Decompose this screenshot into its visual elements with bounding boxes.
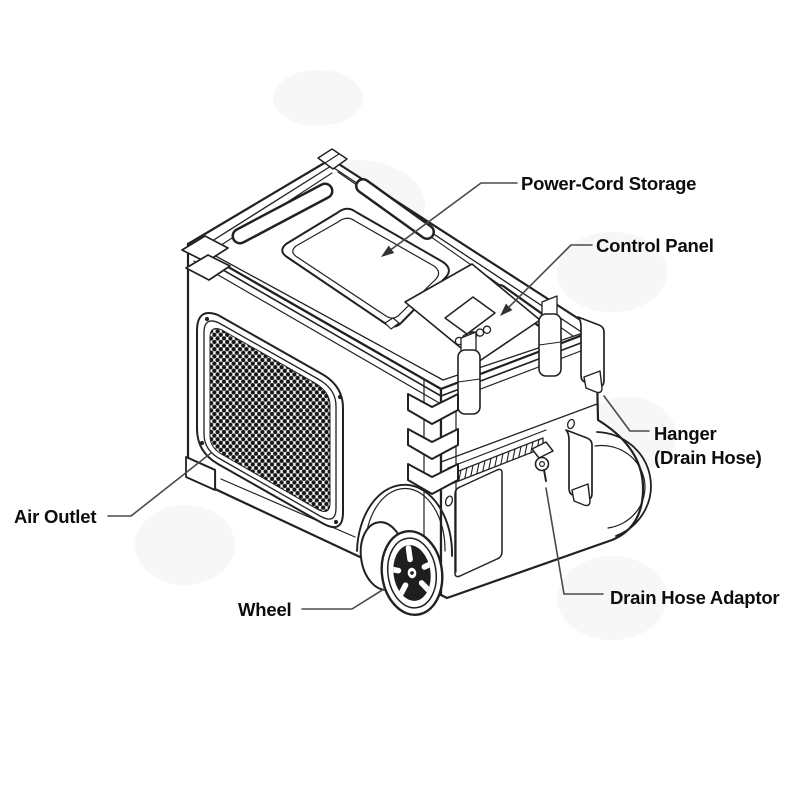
- label-power-cord-storage: Power-Cord Storage: [521, 173, 696, 194]
- panel-holes: [444, 418, 576, 507]
- leader-air-outlet: [107, 452, 212, 517]
- grille-frame-inner: [203, 320, 337, 520]
- label-drain-hose-adaptor: Drain Hose Adaptor: [610, 587, 779, 608]
- dehumidifier-illustration: [181, 148, 652, 617]
- air-outlet-grille: [196, 312, 344, 529]
- left-corner-straps: [181, 235, 231, 281]
- hanger-bracket-lower: [565, 429, 593, 507]
- control-panel-screen: [444, 296, 496, 335]
- grille-screws: [199, 316, 343, 525]
- label-air-outlet: Air Outlet: [14, 506, 96, 527]
- corner-bumpers: [407, 393, 459, 495]
- leader-hanger: [603, 395, 650, 432]
- leader-drain-hose-adaptor: [545, 487, 604, 595]
- top-corner-cap: [317, 148, 348, 170]
- label-wheel: Wheel: [238, 599, 291, 620]
- label-control-panel: Control Panel: [596, 235, 714, 256]
- grille-mesh: [209, 328, 331, 512]
- rear-wheel-arch: [594, 431, 652, 537]
- hanger-bracket-upper: [577, 316, 605, 394]
- side-recessed-panel: [454, 468, 503, 578]
- leader-control-panel: [501, 244, 593, 315]
- front-foot: [185, 456, 216, 491]
- arrowhead-power-cord: [381, 245, 395, 257]
- front-wheel: [380, 529, 444, 617]
- drain-hose-adaptor: [531, 441, 554, 482]
- label-hanger-line2: (Drain Hose): [654, 447, 762, 468]
- label-hanger-line1: Hanger: [654, 423, 717, 444]
- leader-lines: [107, 182, 650, 610]
- labels: Power-Cord Storage Control Panel Hanger …: [14, 173, 780, 620]
- side-latches: [457, 295, 562, 415]
- power-cord-storage-lid: [281, 207, 450, 330]
- leader-power-cord-storage: [382, 182, 518, 256]
- wheel-fender: [356, 483, 453, 557]
- arrowhead-control-panel: [500, 303, 513, 316]
- front-wheel-assembly: [356, 483, 453, 617]
- leader-wheel: [301, 588, 385, 610]
